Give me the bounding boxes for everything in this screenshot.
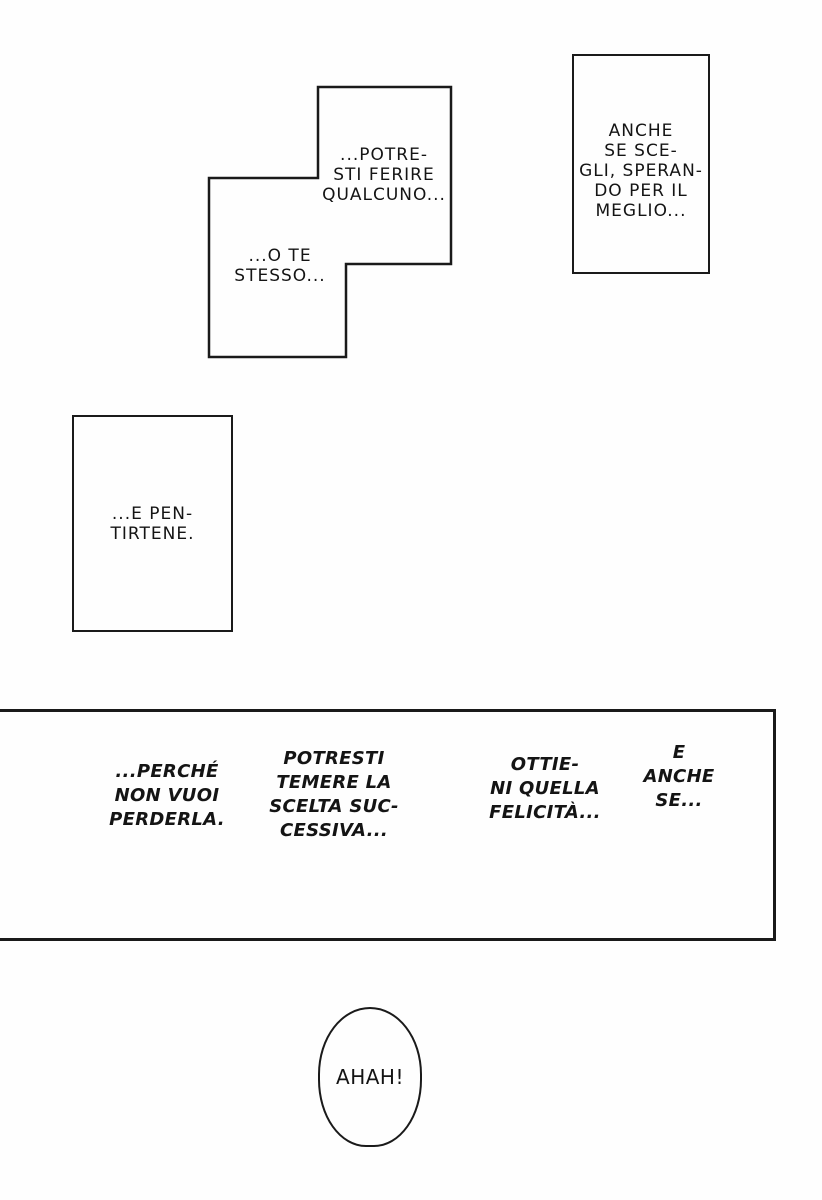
speech-potresti-temere: POTRESTI TEMERE LA SCELTA SUC- CESSIVA..… (269, 747, 399, 843)
speech-line: STI FERIRE (333, 165, 435, 185)
speech-line: NI QUELLA (490, 778, 600, 799)
speech-line: CESSIVA... (280, 820, 388, 841)
speech-line: ...POTRE- (340, 145, 428, 165)
speech-line: E (672, 742, 686, 763)
speech-line: ...PERCHÉ (115, 761, 219, 782)
speech-perche-non-vuoi: ...PERCHÉ NON VUOI PERDERLA. (109, 760, 225, 832)
speech-line: STESSO... (234, 266, 326, 286)
speech-ottieni-felicita: OTTIE- NI QUELLA FELICITÀ... (489, 753, 601, 825)
speech-line: FELICITÀ... (489, 802, 601, 823)
speech-line: ANCHE (643, 766, 715, 787)
speech-line: GLI, SPERAN- (579, 161, 703, 181)
speech-line: ...E PEN- (111, 503, 194, 524)
speech-line: SE... (655, 790, 703, 811)
speech-line: ANCHE (608, 121, 674, 141)
speech-line: SCELTA SUC- (269, 796, 399, 817)
speech-anche-se-scegli: ANCHE SE SCE- GLI, SPERAN- DO PER IL MEG… (579, 107, 703, 221)
speech-line: QUALCUNO... (322, 185, 446, 205)
speech-line: OTTIE- (510, 754, 580, 775)
speech-potresti-ferire: ...POTRE- STI FERIRE QUALCUNO... (322, 145, 446, 205)
panel-anche-se-scegli: ANCHE SE SCE- GLI, SPERAN- DO PER IL MEG… (572, 54, 710, 274)
speech-e-anche-se: E ANCHE SE... (643, 741, 714, 813)
speech-line: PERDERLA. (109, 809, 225, 830)
speech-e-pentirtene: ...E PEN- TIRTENE. (111, 504, 195, 544)
speech-line: DO PER IL (594, 181, 688, 201)
speech-o-te-stesso: ...O TE STESSO... (234, 246, 325, 286)
bubble-ahah: AHAH! (318, 1007, 422, 1147)
speech-line: MEGLIO... (595, 201, 687, 221)
panel-e-pentirtene: ...E PEN- TIRTENE. (72, 415, 233, 632)
speech-line: NON VUOI (114, 785, 220, 806)
panel-stepped-outline (207, 85, 453, 359)
speech-line: SE SCE- (604, 141, 678, 161)
speech-line: AHAH! (336, 1065, 404, 1089)
speech-line: ...O TE (248, 246, 312, 266)
speech-line: TIRTENE. (110, 523, 195, 544)
speech-line: TEMERE LA (276, 772, 392, 793)
panel-wide (0, 709, 776, 941)
speech-ahah: AHAH! (336, 1066, 404, 1088)
speech-line: POTRESTI (283, 748, 385, 769)
